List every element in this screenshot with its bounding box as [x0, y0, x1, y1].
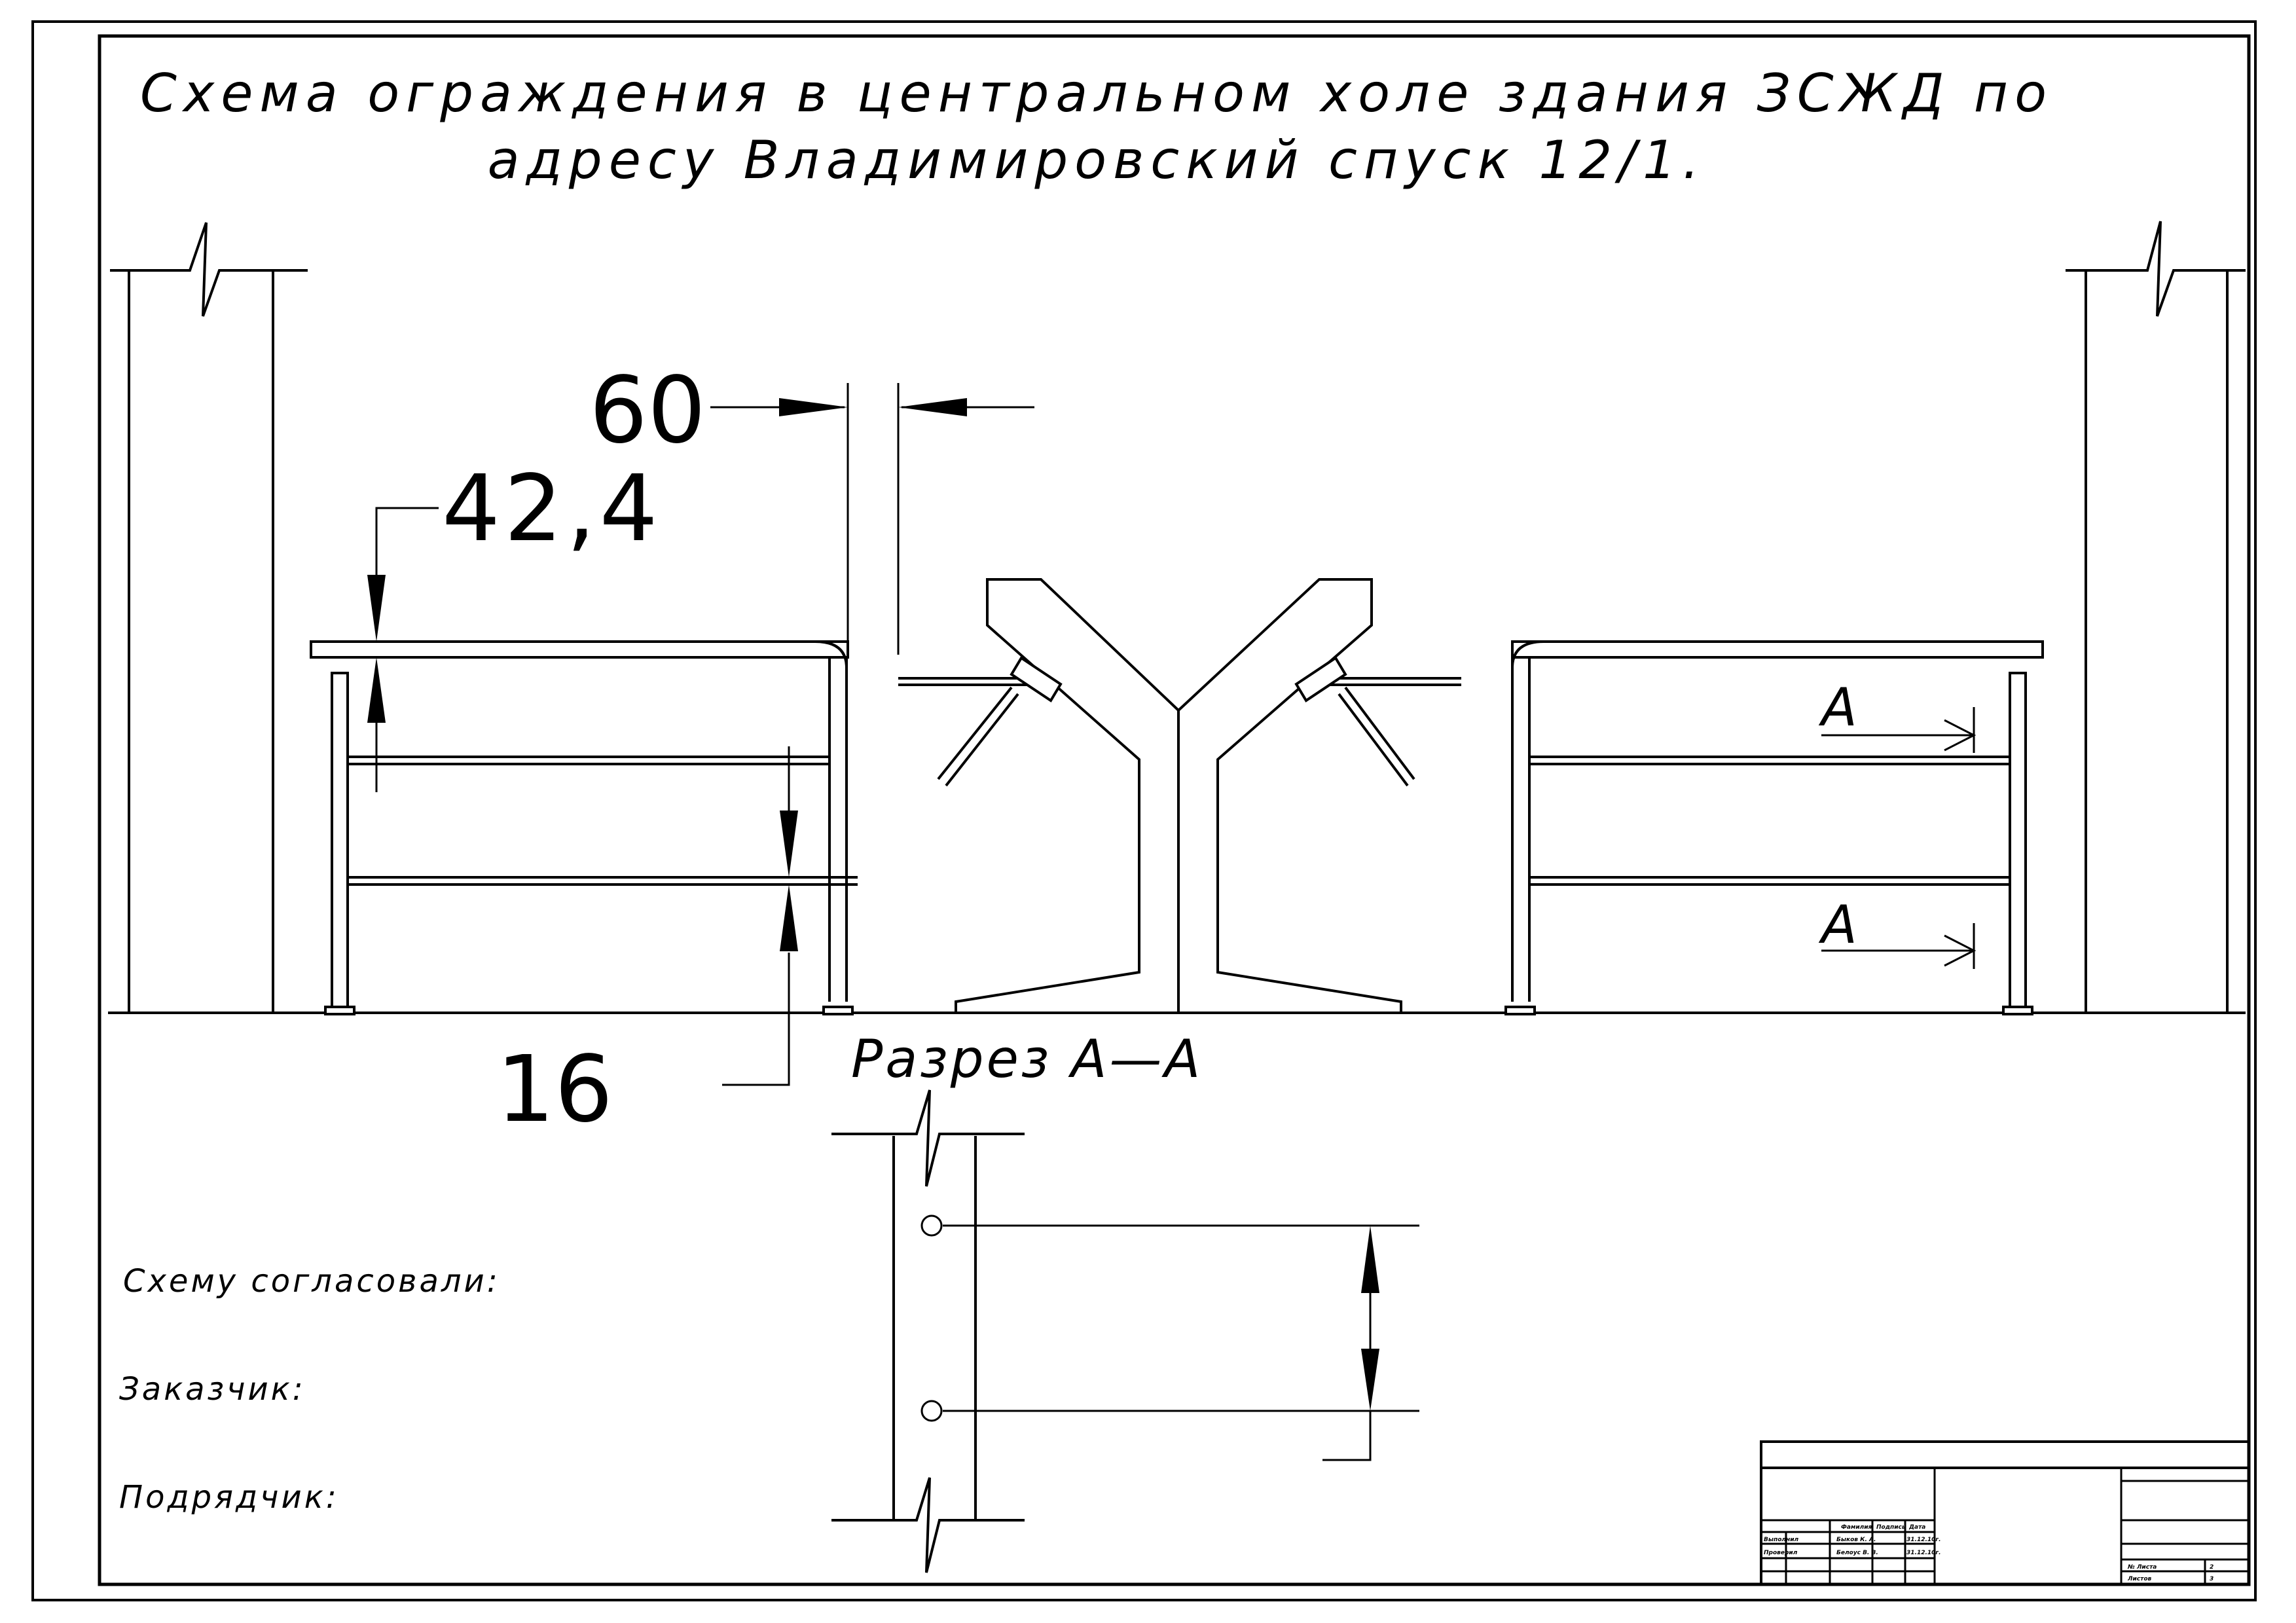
tb-row2-date: 31.12.10г. [1906, 1550, 1941, 1556]
dimension-60: 60 [589, 357, 1034, 655]
tb-row2-role: Проверил [1764, 1550, 1798, 1556]
dimension-60-label: 60 [589, 357, 706, 464]
tb-row1-name: Быков К. А. [1836, 1537, 1876, 1543]
section-mark-bottom: A [1818, 894, 1977, 969]
tb-row1-role: Выполнил [1764, 1537, 1799, 1543]
section-view [831, 1089, 1419, 1573]
tb-col-surname: Фамилия [1841, 1524, 1872, 1531]
tb-row1-date: 31.12.10г. [1906, 1537, 1941, 1543]
tb-sheet-no-label: № Листа [2127, 1564, 2157, 1571]
inner-frame [98, 34, 2251, 1586]
tb-sheets-label: Листов [2127, 1576, 2152, 1582]
drawing-title-line1: Схема ограждения в центральном холе здан… [140, 63, 2053, 124]
tb-sheet-no-value: 2 [2210, 1564, 2214, 1571]
tb-sheets-value: 3 [2210, 1576, 2214, 1582]
outer-frame [31, 20, 2257, 1601]
tb-row2-name: Белоус В. В. [1836, 1550, 1878, 1556]
approvals-customer: Заказчик: [119, 1371, 306, 1408]
drawing-title-line2: адресу Владимировский спуск 12/1. [488, 130, 1706, 191]
dimension-42-4-label: 42,4 [442, 456, 662, 562]
left-railing [310, 640, 858, 1015]
right-wall [2066, 221, 2246, 1013]
approvals-contractor: Подрядчик: [119, 1479, 339, 1516]
dimension-16: 16 [496, 746, 798, 1143]
section-title: Разрез А—А [851, 1029, 1203, 1089]
dimension-16-label: 16 [496, 1036, 613, 1143]
dimension-42-4: 42,4 [367, 456, 662, 792]
right-railing [1504, 640, 2044, 1015]
tb-col-sign: Подпись [1876, 1524, 1906, 1531]
section-mark-bottom-label: A [1818, 894, 1857, 955]
left-wall [110, 222, 308, 1013]
approvals-agreed: Схему согласовали: [123, 1263, 500, 1300]
section-mark-top: A [1818, 677, 1977, 753]
title-block: Фамилия Подпись Дата Выполнил Быков К. А… [1760, 1440, 2250, 1586]
turnstile [898, 578, 1461, 1014]
tb-col-date: Дата [1908, 1524, 1925, 1531]
section-mark-top-label: A [1818, 677, 1857, 738]
